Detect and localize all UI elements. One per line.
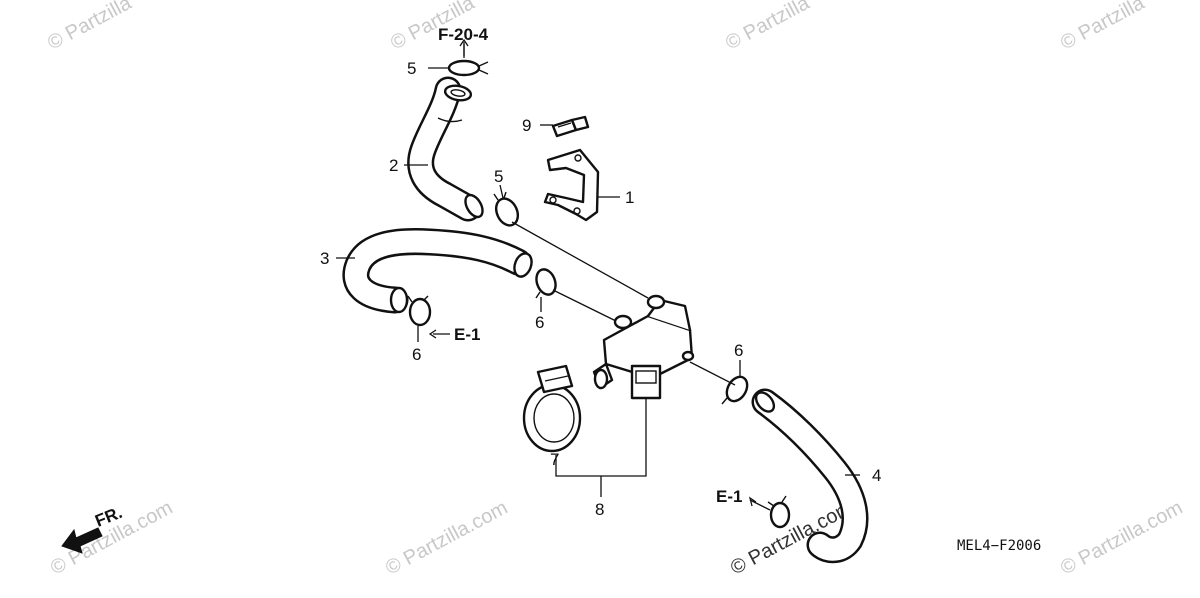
ref-arrow-left: [428, 329, 437, 339]
part-2-hose[interactable]: [407, 76, 486, 222]
part-1-bracket[interactable]: [543, 148, 600, 222]
part-6-clamp-left[interactable]: [407, 295, 432, 327]
watermark: © Partzilla.com: [382, 497, 511, 580]
callout-6-center[interactable]: 6: [535, 313, 544, 332]
callout-6-left[interactable]: 6: [412, 345, 421, 364]
reference-f-20-4[interactable]: F-20-4: [438, 25, 489, 44]
part-3-hose[interactable]: [342, 228, 535, 314]
watermark: © Partzilla: [44, 0, 136, 54]
watermark: © Partzilla: [722, 0, 814, 54]
ref-arrow-bottom: [748, 496, 757, 507]
callout-3[interactable]: 3: [320, 249, 329, 268]
ref-arrow-top: [459, 38, 469, 58]
callout-labels: F-20-4 5 2 9 1 5 3 E-1 6 6 6 4 7 8 E-1 M…: [320, 25, 1041, 554]
reference-e-1-bottom[interactable]: E-1: [716, 487, 742, 506]
callout-7[interactable]: 7: [550, 450, 559, 469]
part-5-clamp-top[interactable]: [447, 59, 489, 77]
part-5-clamp-mid[interactable]: [492, 191, 522, 229]
callout-5-mid[interactable]: 5: [494, 167, 503, 186]
watermark: © Partzilla.com: [1057, 497, 1186, 580]
part-6-clamp-right[interactable]: [721, 373, 751, 405]
part-4-hose[interactable]: [751, 388, 869, 564]
callout-6-right[interactable]: 6: [734, 341, 743, 360]
diagram-code: MEL4−F2006: [957, 538, 1041, 554]
part-6-clamp-center[interactable]: [533, 267, 559, 299]
reference-e-1-left[interactable]: E-1: [454, 325, 480, 344]
watermark-layer: © Partzilla © Partzilla © Partzilla © Pa…: [44, 0, 1186, 579]
callout-8[interactable]: 8: [595, 500, 604, 519]
callout-5-top[interactable]: 5: [407, 59, 416, 78]
callout-leaders: [336, 44, 860, 511]
callout-4[interactable]: 4: [872, 466, 881, 485]
callout-9[interactable]: 9: [522, 116, 531, 135]
part-8-air-injection-valve[interactable]: [592, 294, 695, 400]
part-6-clamp-bottom[interactable]: [767, 495, 791, 529]
callout-2[interactable]: 2: [389, 156, 398, 175]
alignment-lines: [511, 221, 736, 386]
part-7-rubber-mount[interactable]: [522, 364, 582, 453]
watermark: © Partzilla: [1057, 0, 1149, 54]
callout-1[interactable]: 1: [625, 188, 634, 207]
part-9-bolt[interactable]: [551, 115, 590, 138]
